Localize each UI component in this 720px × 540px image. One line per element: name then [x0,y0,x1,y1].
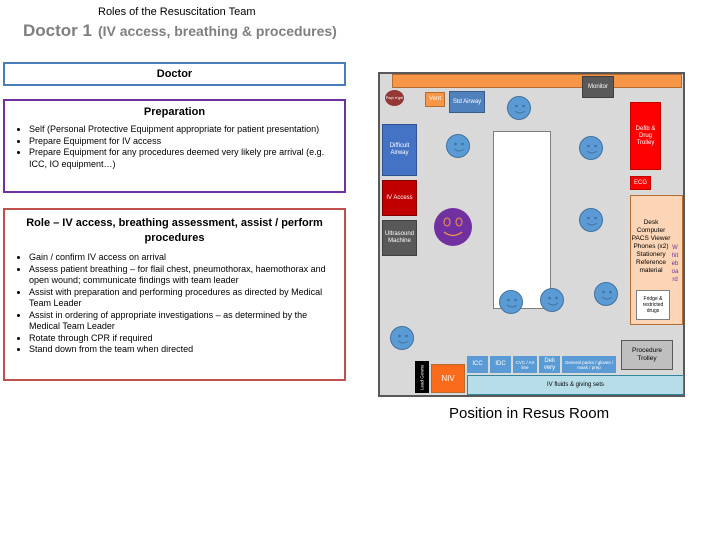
slide-subtitle: Roles of the Resuscitation Team [98,6,256,18]
list-item: Assist in ordering of appropriate invest… [29,310,338,333]
idc: IDC [490,356,511,373]
preparation-title: Preparation [143,106,206,118]
team-member-icon [507,96,531,120]
patient-face-icon [434,208,472,246]
role-box: Role – IV access, breathing assessment, … [3,208,346,381]
slide-title: Doctor 1 (IV access, breathing & procedur… [23,21,337,41]
list-item: Prepare Equipment for any procedures dee… [29,147,338,170]
team-member-icon [499,290,523,314]
iv-access: IV Access [382,180,417,216]
team-member-icon [540,288,564,312]
role-title: Role – IV access, breathing assessment, … [26,217,323,244]
ecg: ECG [630,176,651,190]
lead-gowns: Lead Gowns [415,361,429,393]
title-detail: (IV access, breathing & procedures) [97,23,337,39]
list-item: Assess patient breathing – for flail che… [29,264,338,287]
team-member-icon [594,282,618,306]
vent: Vent [425,92,445,107]
patient-bed [493,131,551,309]
list-item: Assist with preparation and performing p… [29,287,338,310]
preparation-box: Preparation Self (Personal Protective Eq… [3,99,346,193]
resus-room-map: Monitor Papi e'gel Vent Std Airway Diffi… [378,72,685,397]
role-list: Gain / confirm IV access on arrival Asse… [5,252,344,356]
doctor-label-box: Doctor [3,62,346,86]
team-member-icon [579,208,603,232]
cvc-art-line: CVC / Art line [513,356,537,373]
list-item: Self (Personal Protective Equipment appr… [29,124,338,136]
team-member-icon [390,326,414,350]
general-packs: General packs / gloves / mask / prep [562,356,616,373]
std-airway: Std Airway [449,91,485,113]
niv: NIV [431,364,465,393]
team-member-icon [446,134,470,158]
icc: ICC [467,356,488,373]
iv-fluids: IV fluids & giving sets [467,375,684,395]
list-item: Stand down from the team when directed [29,344,338,356]
top-bench [392,74,682,88]
delivery: Deli very [539,356,560,373]
defib-drug-trolley: Defib & Drug Trolley [630,102,661,170]
room-caption: Position in Resus Room [449,405,610,422]
difficult-airway: Difficult Airway [382,124,417,176]
list-item: Prepare Equipment for IV access [29,136,338,148]
title-main: Doctor 1 [23,21,92,40]
ultrasound-machine: Ultrasound Machine [382,220,417,256]
papi-egel: Papi e'gel [385,90,404,106]
procedure-trolley: Procedure Trolley [621,340,673,370]
fridge: Fridge & restricted drugs [636,290,670,320]
desk-label: Desk Computer PACS Viewer Phones (x2) St… [631,219,671,274]
monitor: Monitor [582,76,614,98]
list-item: Rotate through CPR if required [29,333,338,345]
team-member-icon [579,136,603,160]
preparation-list: Self (Personal Protective Equipment appr… [5,124,344,170]
whiteboard-label: Whiteboard [671,245,679,283]
list-item: Gain / confirm IV access on arrival [29,252,338,264]
